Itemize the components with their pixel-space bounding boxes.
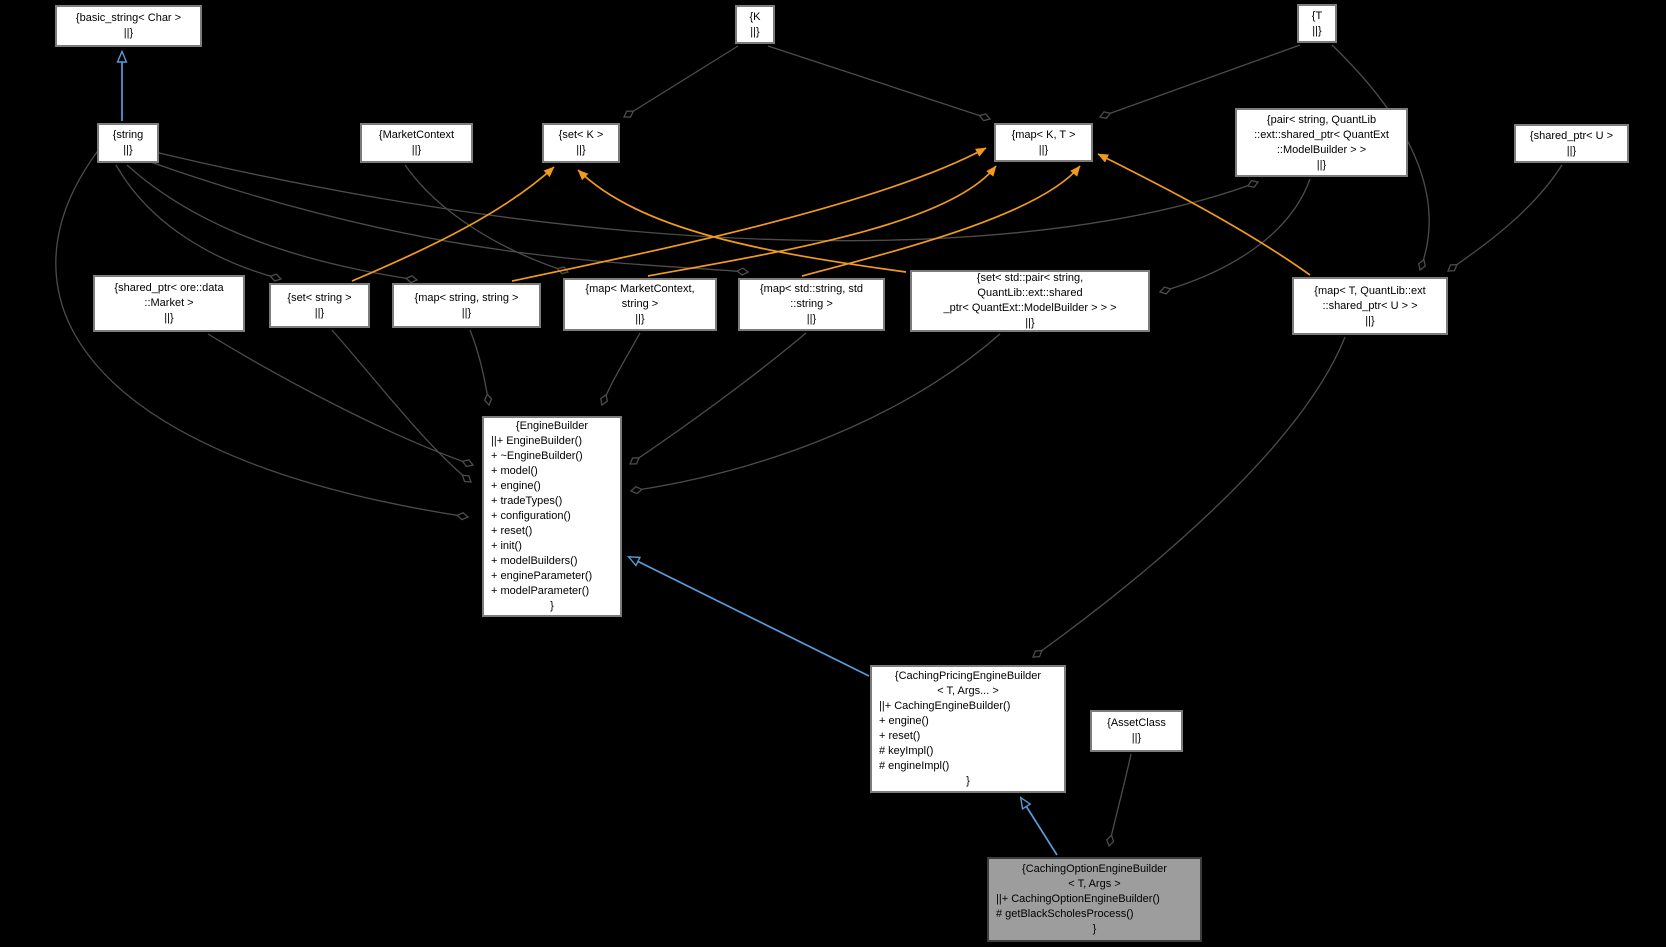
edge-t-maptu: [1331, 44, 1430, 272]
node-map-k-t[interactable]: {map< K, T > ||}: [994, 123, 1093, 162]
node-set-pair-modelbuilder[interactable]: {set< std::pair< string, QuantLib::ext::…: [910, 270, 1150, 332]
edge-string-pair: [154, 151, 1260, 242]
node-basic-string[interactable]: {basic_string< Char > ||}: [55, 5, 202, 47]
edge-k-mapkt: [767, 45, 992, 122]
node-label: {set< std::pair< string, QuantLib::ext::…: [943, 272, 1117, 329]
node-label: {shared_ptr< ore::data ::Market > ||}: [114, 282, 224, 324]
edge-mapstds-enginebuilder: [628, 332, 807, 465]
node-members: ||+ CachingEngineBuilder() + engine() + …: [879, 700, 1011, 772]
node-label: {T ||}: [1311, 9, 1323, 37]
edge-mapmc-enginebuilder: [600, 332, 641, 407]
node-label: {basic_string< Char > ||}: [75, 12, 182, 39]
edge-string-enginebuilder: [55, 147, 470, 521]
node-members: ||+ EngineBuilder() + ~EngineBuilder() +…: [491, 435, 593, 597]
node-label: {AssetClass ||}: [1107, 717, 1166, 744]
edge-maptu-mapkt: [1097, 153, 1311, 276]
edge-market-enginebuilder: [207, 333, 475, 468]
edge-sptru-maptu: [1447, 164, 1563, 272]
node-set-string[interactable]: {set< string > ||}: [269, 283, 370, 328]
edge-setstring-setk: [351, 166, 555, 282]
node-caching-option-engine-builder[interactable]: {CachingOptionEngineBuilder < T, Args > …: [987, 857, 1202, 942]
edge-setpair-enginebuilder: [629, 333, 1001, 495]
node-label: {map< std::string, std ::string > ||}: [759, 283, 864, 325]
node-string[interactable]: {string ||}: [97, 123, 159, 163]
edge-mapmc-mapkt: [647, 165, 997, 277]
edge-assetclass-cachingoption: [1106, 753, 1132, 848]
node-asset-class[interactable]: {AssetClass ||}: [1090, 710, 1183, 752]
node-market-context[interactable]: {MarketContext ||}: [360, 123, 473, 163]
node-close-brace: }: [1092, 923, 1097, 935]
edge-string-setstring: [115, 164, 283, 282]
node-k[interactable]: {K ||}: [735, 5, 775, 44]
edge-mapstds-mapkt: [801, 165, 1081, 277]
edge-string-mapstds: [144, 159, 750, 276]
edge-maptu-cachingpricing: [1032, 336, 1346, 658]
node-map-string-string[interactable]: {map< string, string > ||}: [392, 283, 541, 328]
node-caching-pricing-engine-builder[interactable]: {CachingPricingEngineBuilder < T, Args..…: [870, 665, 1066, 793]
edge-setstring-enginebuilder: [331, 329, 472, 483]
edge-mc-mapmc: [404, 164, 570, 275]
node-close-brace: }: [550, 600, 554, 612]
node-label: {pair< string, QuantLib ::ext::shared_pt…: [1254, 113, 1389, 171]
edge-string-mapss: [126, 164, 419, 284]
node-members: ||+ CachingOptionEngineBuilder() # getBl…: [996, 893, 1160, 920]
node-label: {shared_ptr< U > ||}: [1529, 129, 1614, 157]
node-title: {CachingOptionEngineBuilder < T, Args >: [1022, 863, 1167, 890]
node-label: {map< string, string > ||}: [414, 291, 519, 319]
node-label: {set< K > ||}: [558, 129, 604, 156]
node-pair-modelbuilder[interactable]: {pair< string, QuantLib ::ext::shared_pt…: [1235, 108, 1408, 177]
node-map-stdstring-stdstring[interactable]: {map< std::string, std ::string > ||}: [738, 278, 885, 331]
node-label: {string ||}: [112, 129, 144, 156]
node-close-brace: }: [966, 775, 970, 787]
node-map-t-sharedptr-u[interactable]: {map< T, QuantLib::ext ::shared_ptr< U >…: [1292, 277, 1448, 335]
node-engine-builder[interactable]: {EngineBuilder ||+ EngineBuilder() + ~En…: [482, 416, 622, 617]
node-shared-ptr-market[interactable]: {shared_ptr< ore::data ::Market > ||}: [93, 275, 245, 332]
node-title: {CachingPricingEngineBuilder < T, Args..…: [894, 670, 1042, 697]
node-label: {MarketContext ||}: [378, 129, 455, 156]
node-label: {set< string > ||}: [287, 291, 352, 319]
edge-t-mapkt: [1098, 44, 1301, 120]
node-label: {map< T, QuantLib::ext ::shared_ptr< U >…: [1314, 284, 1426, 327]
edge-mapss-mapkt: [511, 147, 987, 282]
node-label: {map< K, T > ||}: [1011, 128, 1076, 156]
edge-mapss-enginebuilder: [469, 329, 493, 407]
node-shared-ptr-u[interactable]: {shared_ptr< U > ||}: [1514, 124, 1629, 163]
edge-cachingpricing-enginebuilder: [629, 557, 870, 677]
node-label: {K ||}: [749, 10, 761, 38]
node-label: {map< MarketContext, string > ||}: [585, 283, 695, 325]
edge-k-setk: [622, 45, 739, 118]
node-t[interactable]: {T ||}: [1297, 4, 1337, 43]
node-set-k[interactable]: {set< K > ||}: [542, 123, 620, 163]
edge-pair-setpair: [1158, 178, 1311, 295]
node-map-marketcontext-string[interactable]: {map< MarketContext, string > ||}: [563, 278, 717, 331]
edge-cachingoption-cachingpricing: [1021, 798, 1058, 856]
node-title: {EngineBuilder: [515, 420, 589, 432]
